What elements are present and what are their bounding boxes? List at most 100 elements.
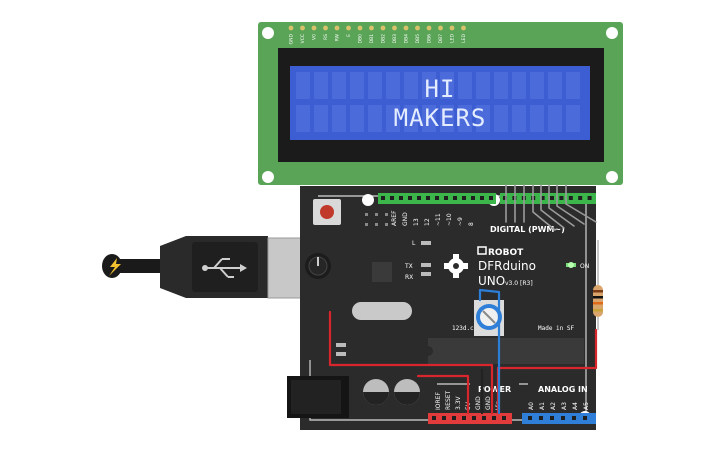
lcd-cell: [458, 72, 472, 99]
header-pin-hole[interactable]: [472, 416, 476, 420]
digital-header-right: [500, 193, 596, 204]
lcd-cell: [530, 72, 544, 99]
bottom-header-pins: [432, 416, 587, 420]
lcd-cell: [548, 72, 562, 99]
lcd-cell: [404, 105, 418, 132]
led-L-label: L: [412, 240, 416, 247]
board-model: DFRduino: [478, 259, 536, 273]
header-pin-hole[interactable]: [408, 196, 412, 200]
lcd-pin[interactable]: [438, 25, 443, 31]
lcd-pin[interactable]: [415, 25, 420, 31]
lcd-pin-label: DB4: [404, 34, 410, 44]
header-pin-hole[interactable]: [583, 416, 587, 420]
header-pin-hole[interactable]: [462, 416, 466, 420]
header-pin-hole[interactable]: [550, 416, 554, 420]
lcd-pin[interactable]: [357, 25, 363, 31]
header-pin-hole[interactable]: [503, 196, 507, 200]
lcd-pin[interactable]: [392, 25, 397, 31]
lcd-pin[interactable]: [323, 25, 328, 31]
lcd-cell: [548, 105, 562, 132]
lcd-pin[interactable]: [300, 25, 305, 31]
header-pin-hole[interactable]: [482, 416, 486, 420]
digital-pin-label: GND: [402, 212, 409, 226]
header-pin-hole[interactable]: [540, 196, 545, 200]
header-pin-hole[interactable]: [453, 196, 457, 200]
lcd-cell: [422, 105, 436, 132]
header-pin-hole[interactable]: [480, 196, 484, 200]
header-pin-hole[interactable]: [502, 416, 506, 420]
lcd-mount-hole: [606, 27, 618, 39]
header-pin-hole[interactable]: [572, 416, 576, 420]
lcd-cell: [404, 72, 418, 99]
power-led-label: ON: [580, 263, 589, 270]
capacitor-left: [363, 379, 389, 405]
wire-signal: [478, 288, 501, 415]
header-pin-hole[interactable]: [471, 196, 475, 200]
lcd-cell: [422, 72, 436, 99]
lcd-cell: [332, 72, 346, 99]
wires: [328, 184, 598, 415]
board-model-2: UNO: [478, 274, 505, 288]
header-pin-hole[interactable]: [442, 416, 446, 420]
header-pin-hole[interactable]: [578, 196, 583, 200]
header-pin-hole[interactable]: [417, 196, 421, 200]
capacitor-right: [394, 379, 420, 405]
led-TX: [421, 263, 431, 267]
power-pin-label: RESET: [445, 390, 452, 410]
header-pin-hole[interactable]: [444, 196, 448, 200]
lcd-cell: [566, 105, 580, 132]
lcd-pin-label: RW: [335, 33, 341, 41]
header-pin-hole[interactable]: [462, 196, 466, 200]
resistor[interactable]: [593, 240, 603, 330]
lcd-pin[interactable]: [426, 25, 432, 31]
header-pin-hole[interactable]: [399, 196, 403, 200]
led-TX-label: TX: [404, 263, 413, 270]
analog-pin-label: A4: [572, 402, 579, 410]
lcd-pin[interactable]: [288, 25, 294, 31]
lcd-mount-hole: [262, 27, 274, 39]
analog-header: [522, 413, 596, 424]
header-pin-hole[interactable]: [587, 196, 592, 200]
header-pin-hole[interactable]: [492, 416, 496, 420]
header-pin-hole[interactable]: [561, 416, 565, 420]
lcd-pin-label: GND: [289, 33, 295, 44]
power-pin-label: IOREF: [435, 392, 442, 410]
site-label: 123d.c: [452, 325, 474, 332]
potentiometer-knob[interactable]: [305, 253, 331, 279]
header-pin-hole[interactable]: [539, 416, 543, 420]
lcd-pin[interactable]: [449, 25, 455, 31]
header-pin-hole[interactable]: [550, 196, 554, 200]
digital-header-pins: [381, 196, 592, 200]
lcd-cell: [440, 105, 454, 132]
lcd-pin[interactable]: [403, 25, 409, 31]
lcd-pin[interactable]: [334, 25, 340, 31]
lcd-cell: [386, 72, 400, 99]
header-pin-hole[interactable]: [426, 196, 430, 200]
analog-pin-label: A3: [561, 402, 568, 410]
analog-pin-label: A1: [539, 402, 546, 410]
header-pin-hole[interactable]: [390, 196, 394, 200]
lcd-pin[interactable]: [346, 25, 351, 31]
header-pin-hole[interactable]: [452, 416, 456, 420]
lcd-line-2: MAKERS: [394, 104, 487, 132]
header-pin-hole[interactable]: [528, 416, 532, 420]
header-pin-hole[interactable]: [381, 196, 385, 200]
header-pin-hole[interactable]: [489, 196, 493, 200]
header-pin-hole[interactable]: [435, 196, 439, 200]
made-in-label: Made in SF: [538, 325, 575, 332]
reset-button[interactable]: [320, 205, 334, 219]
lcd-cell: [386, 105, 400, 132]
lcd-pin[interactable]: [311, 25, 317, 31]
lcd-line-1: HI: [425, 75, 456, 103]
header-pin-hole[interactable]: [559, 196, 564, 200]
digital-pin-label: ~9: [457, 217, 464, 226]
lcd-pin[interactable]: [461, 25, 466, 31]
usb-cable[interactable]: [102, 236, 311, 299]
header-pin-hole[interactable]: [432, 416, 436, 420]
lcd-cell: [332, 105, 346, 132]
header-pin-hole[interactable]: [568, 196, 573, 200]
lcd-pin[interactable]: [380, 25, 386, 31]
lcd-pin[interactable]: [369, 25, 374, 31]
